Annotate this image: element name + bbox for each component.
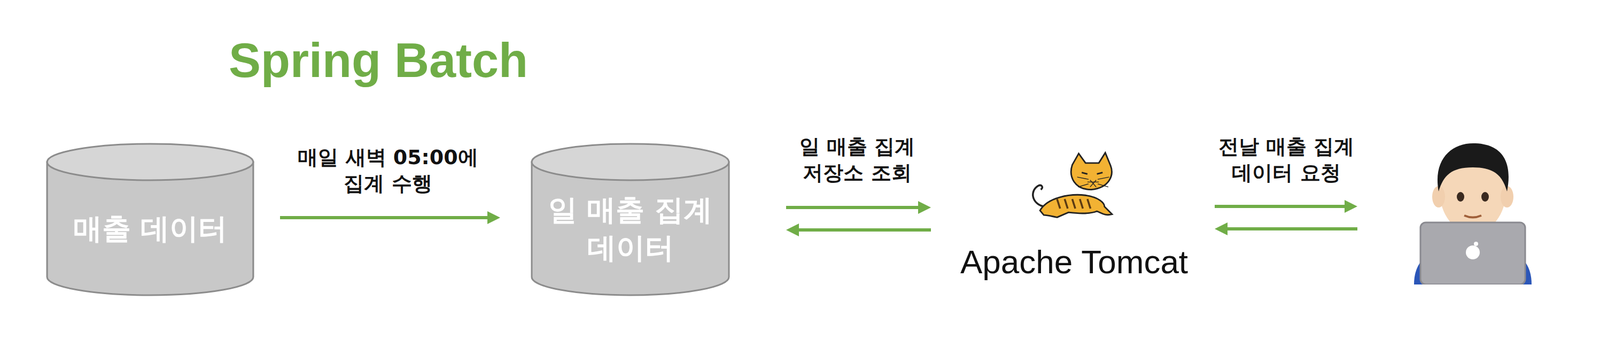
tomcat-shape [956, 149, 1192, 243]
server-logo: Apache Tomcat [956, 149, 1192, 281]
tomcat-cat [1032, 152, 1113, 218]
database-cylinder: 일 매출 집계 데이터 [530, 142, 730, 297]
node-label: 매출 데이터 [53, 210, 247, 248]
logo-text: Apache Tomcat [960, 242, 1188, 281]
node-label: 일 매출 집계 데이터 [539, 191, 722, 267]
user-shape [1408, 137, 1537, 285]
flow-arrow [786, 223, 931, 237]
flow-arrow [786, 200, 931, 214]
edge-label: 일 매출 집계 저장소 조회 [787, 133, 927, 187]
edge-label: 매일 새벽 05:00에 집계 수행 [294, 144, 482, 198]
flow-arrow [280, 211, 501, 224]
edge-label: 전날 매출 집계 데이터 요청 [1206, 133, 1367, 187]
diagram-title: Spring Batch [228, 33, 528, 89]
flow-arrow [1214, 222, 1358, 236]
user-emoji [1414, 143, 1532, 285]
flow-arrow [1214, 199, 1358, 213]
database-cylinder: 매출 데이터 [45, 142, 255, 297]
user-figure [1408, 137, 1537, 285]
